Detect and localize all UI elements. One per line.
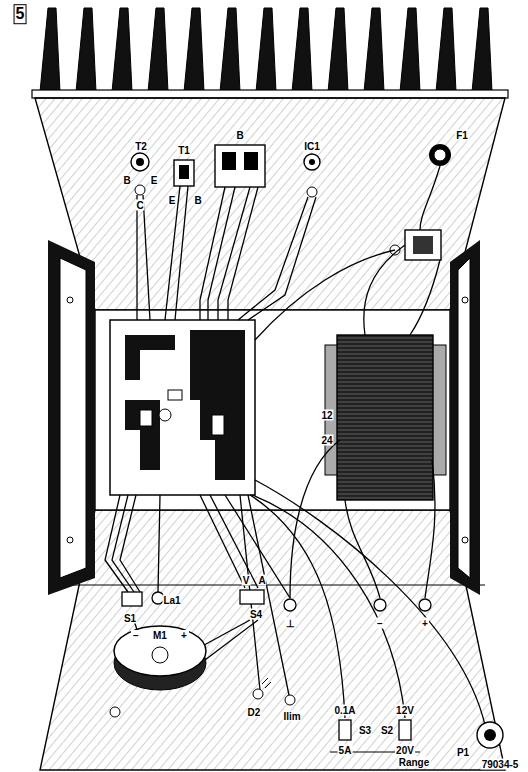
part-label: B (193, 195, 202, 206)
part-label: S2 (380, 725, 394, 736)
side-panels (48, 240, 480, 595)
heat-sink-fin (40, 8, 60, 92)
heat-sink-fin (112, 8, 132, 92)
part-label: D2 (247, 707, 262, 718)
part-label: E (150, 175, 159, 186)
heat-sink-fin (76, 8, 96, 92)
part-label: B (122, 175, 131, 186)
wiring (105, 166, 485, 725)
meter-marking: + (179, 630, 189, 641)
meter-marking: − (131, 630, 141, 641)
heat-sink-fin (292, 8, 312, 92)
heat-sink-fin (400, 8, 420, 92)
part-label: 5A (338, 745, 353, 756)
meter-marking: M1 (151, 630, 169, 641)
part-label: 20V (395, 745, 415, 756)
part-label: S4 (249, 609, 263, 620)
transformer (325, 335, 446, 500)
chassis-floor (95, 310, 450, 510)
part-label: 12 (320, 410, 333, 421)
heat-sink-fin (148, 8, 168, 92)
circuit-board (110, 320, 255, 495)
part-label: Ilim (282, 711, 301, 722)
heat-sink-fin (472, 8, 492, 92)
part-label: La1 (162, 595, 181, 606)
part-label: 79034-5 (481, 759, 520, 770)
part-label: 12V (395, 705, 415, 716)
heat-sink-fin (220, 8, 240, 92)
part-label: ⊥ (285, 618, 296, 629)
regulator-ic1 (304, 154, 320, 197)
figure-number: 5 (14, 4, 27, 24)
part-label: T1 (177, 145, 191, 156)
part-label: 0.1A (333, 705, 356, 716)
transistor-t1 (174, 160, 194, 186)
part-label: − (376, 618, 384, 629)
part-label: S3 (358, 725, 372, 736)
part-label: T2 (134, 141, 148, 152)
part-label: A (257, 575, 266, 586)
part-label: S1 (123, 613, 137, 624)
heat-sink-base (32, 90, 508, 98)
heat-sink-fin (256, 8, 276, 92)
heat-sink-fin (364, 8, 384, 92)
part-label: 24 (320, 435, 333, 446)
heat-sink-fin (184, 8, 204, 92)
part-label: B (235, 130, 244, 141)
part-label: IC1 (303, 141, 321, 152)
heat-sink-fin (328, 8, 348, 92)
heat-sink-fin (436, 8, 456, 92)
front-panel (40, 510, 505, 770)
part-label: C (135, 200, 144, 211)
fuse-holder (390, 144, 451, 260)
transistor-t2 (131, 153, 149, 195)
front-controls (110, 590, 503, 752)
part-label: V (242, 575, 251, 586)
bridge-rectifier (215, 145, 265, 187)
part-label: + (421, 618, 429, 629)
part-label: F1 (455, 130, 469, 141)
meter-m1: −M1 + (112, 618, 208, 692)
heat-sink (40, 8, 492, 92)
part-label: E (168, 195, 177, 206)
part-label: P1 (456, 747, 470, 758)
part-label: Range (398, 757, 431, 768)
